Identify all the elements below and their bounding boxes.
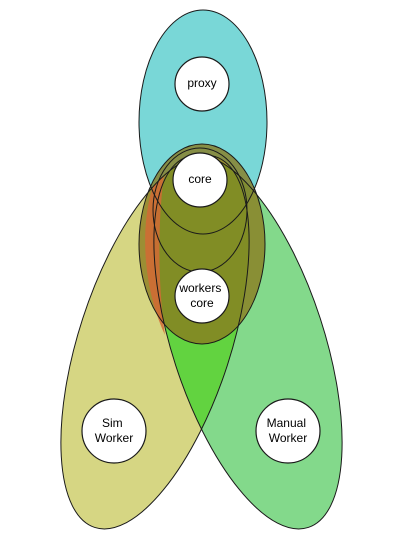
- workers-core-label-line-1: workers: [178, 281, 221, 295]
- node-workers-core: workers core: [174, 268, 230, 324]
- node-manual-worker: Manual Worker: [255, 398, 321, 464]
- workers-core-label-line-2: core: [190, 296, 214, 310]
- node-proxy: proxy: [174, 56, 230, 112]
- sim-worker-outline: [60, 154, 250, 530]
- manual-worker-node-circle: [255, 398, 321, 464]
- manual-worker-label-line-2: Worker: [269, 431, 307, 445]
- proxy-node-circle: [174, 56, 230, 112]
- core-label: core: [188, 172, 212, 186]
- manual-worker-label: Manual Worker: [267, 416, 310, 445]
- sim-worker-label-line-1: Sim: [102, 416, 123, 430]
- sim-worker-label-line-2: Worker: [95, 431, 133, 445]
- proxy-label-line-1: proxy: [187, 76, 216, 90]
- core-region: [139, 144, 265, 344]
- core-label-line-1: core: [188, 172, 212, 186]
- workers-core-node-circle: [174, 268, 230, 324]
- core-node-circle: [172, 152, 228, 208]
- sim-worker-label: Sim Worker: [95, 416, 133, 445]
- node-sim-worker: Sim Worker: [81, 398, 147, 464]
- proxy-outline: [138, 9, 268, 235]
- node-core: core: [172, 152, 228, 208]
- sim-worker-node-circle: [81, 398, 147, 464]
- core-sim-overlap-region: [145, 160, 166, 335]
- workers-core-label: workers core: [178, 281, 224, 310]
- proxy-label: proxy: [187, 76, 216, 90]
- core-outline: [138, 143, 266, 345]
- manual-worker-label-line-1: Manual: [267, 416, 306, 430]
